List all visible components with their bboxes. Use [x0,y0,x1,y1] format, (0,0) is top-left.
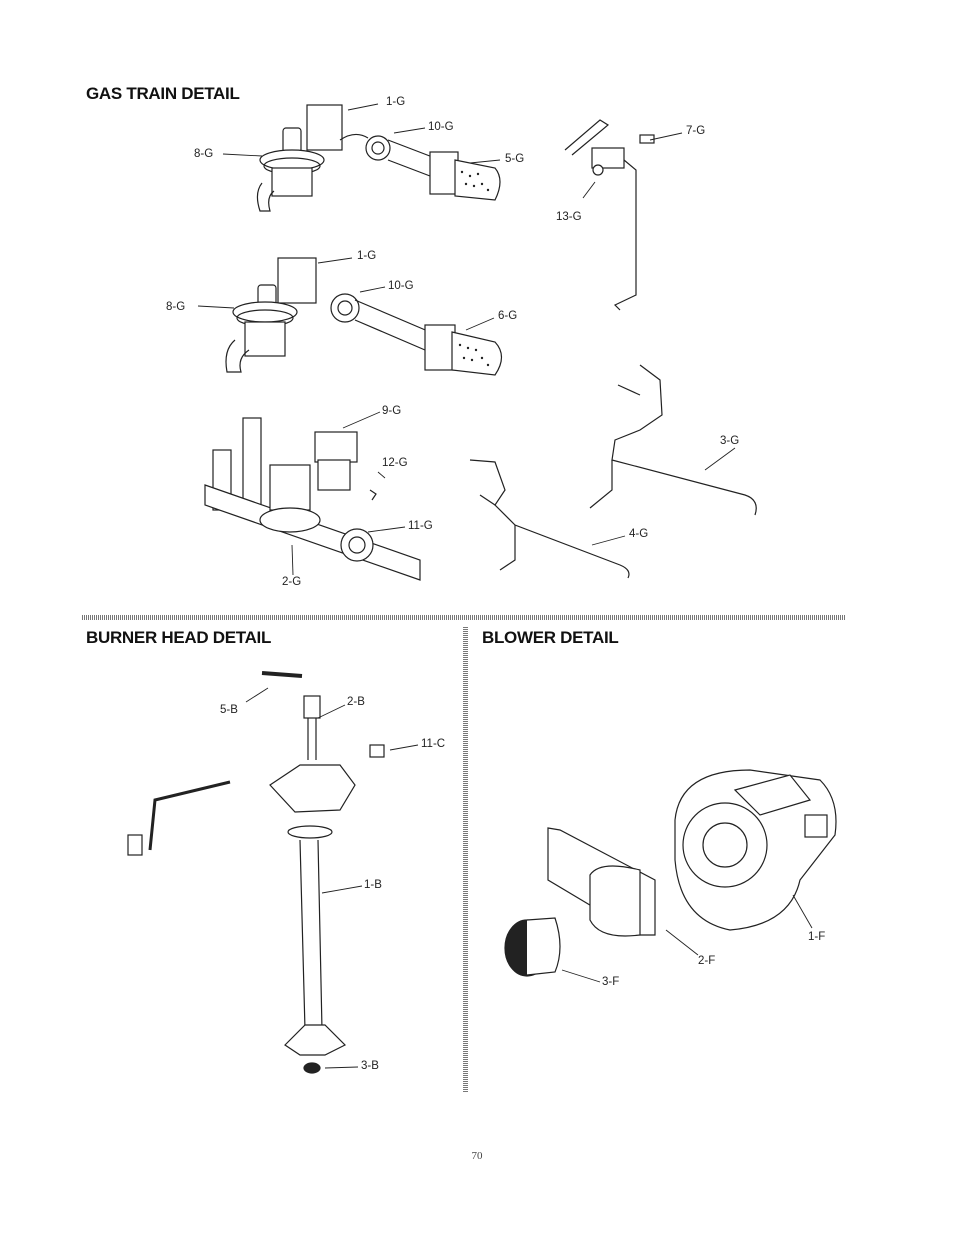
callout-12g: 12-G [382,457,408,469]
callout-11c: 11-C [421,738,446,750]
callout-3g: 3-G [720,435,740,447]
callout-2f: 2-F [698,955,716,967]
callout-1g-middle: 1-G [357,250,377,262]
tubing-4g-drawing [469,459,630,579]
burner-head-drawing [127,671,385,1074]
callout-1b: 1-B [364,879,382,891]
callout-2g: 2-G [282,576,302,588]
callout-5g: 5-G [505,153,525,165]
vertical-divider [463,626,468,1092]
callout-10g-middle: 10-G [388,280,414,292]
callout-7g: 7-G [686,125,706,137]
callout-11g: 11-G [408,520,433,532]
callout-3f: 3-F [602,976,620,988]
callout-8g-middle: 8-G [166,301,186,313]
callout-13g: 13-G [556,211,582,223]
leader-lines [197,103,813,1069]
middle-gas-train-drawing [225,257,503,376]
callout-8g-upper: 8-G [194,148,214,160]
callout-2b: 2-B [347,696,365,708]
page-number: 70 [471,1150,483,1162]
lower-gas-train-drawing [204,417,421,581]
burner-head-title: BURNER HEAD DETAIL [86,628,272,647]
callout-10g-upper: 10-G [428,121,454,133]
blower-title: BLOWER DETAIL [482,628,619,647]
callout-5b: 5-B [220,704,238,716]
horizontal-divider [82,615,846,620]
callout-6g: 6-G [498,310,518,322]
pilot-assembly-drawing [564,119,655,311]
callout-3b: 3-B [361,1060,379,1072]
blower-drawing [504,769,837,977]
callout-1f: 1-F [808,931,826,943]
callout-1g-upper: 1-G [386,96,406,108]
tubing-3g-drawing [589,364,757,516]
upper-gas-train-drawing [256,104,501,212]
gas-train-title: GAS TRAIN DETAIL [86,84,240,103]
callout-9g: 9-G [382,405,402,417]
callout-4g: 4-G [629,528,649,540]
